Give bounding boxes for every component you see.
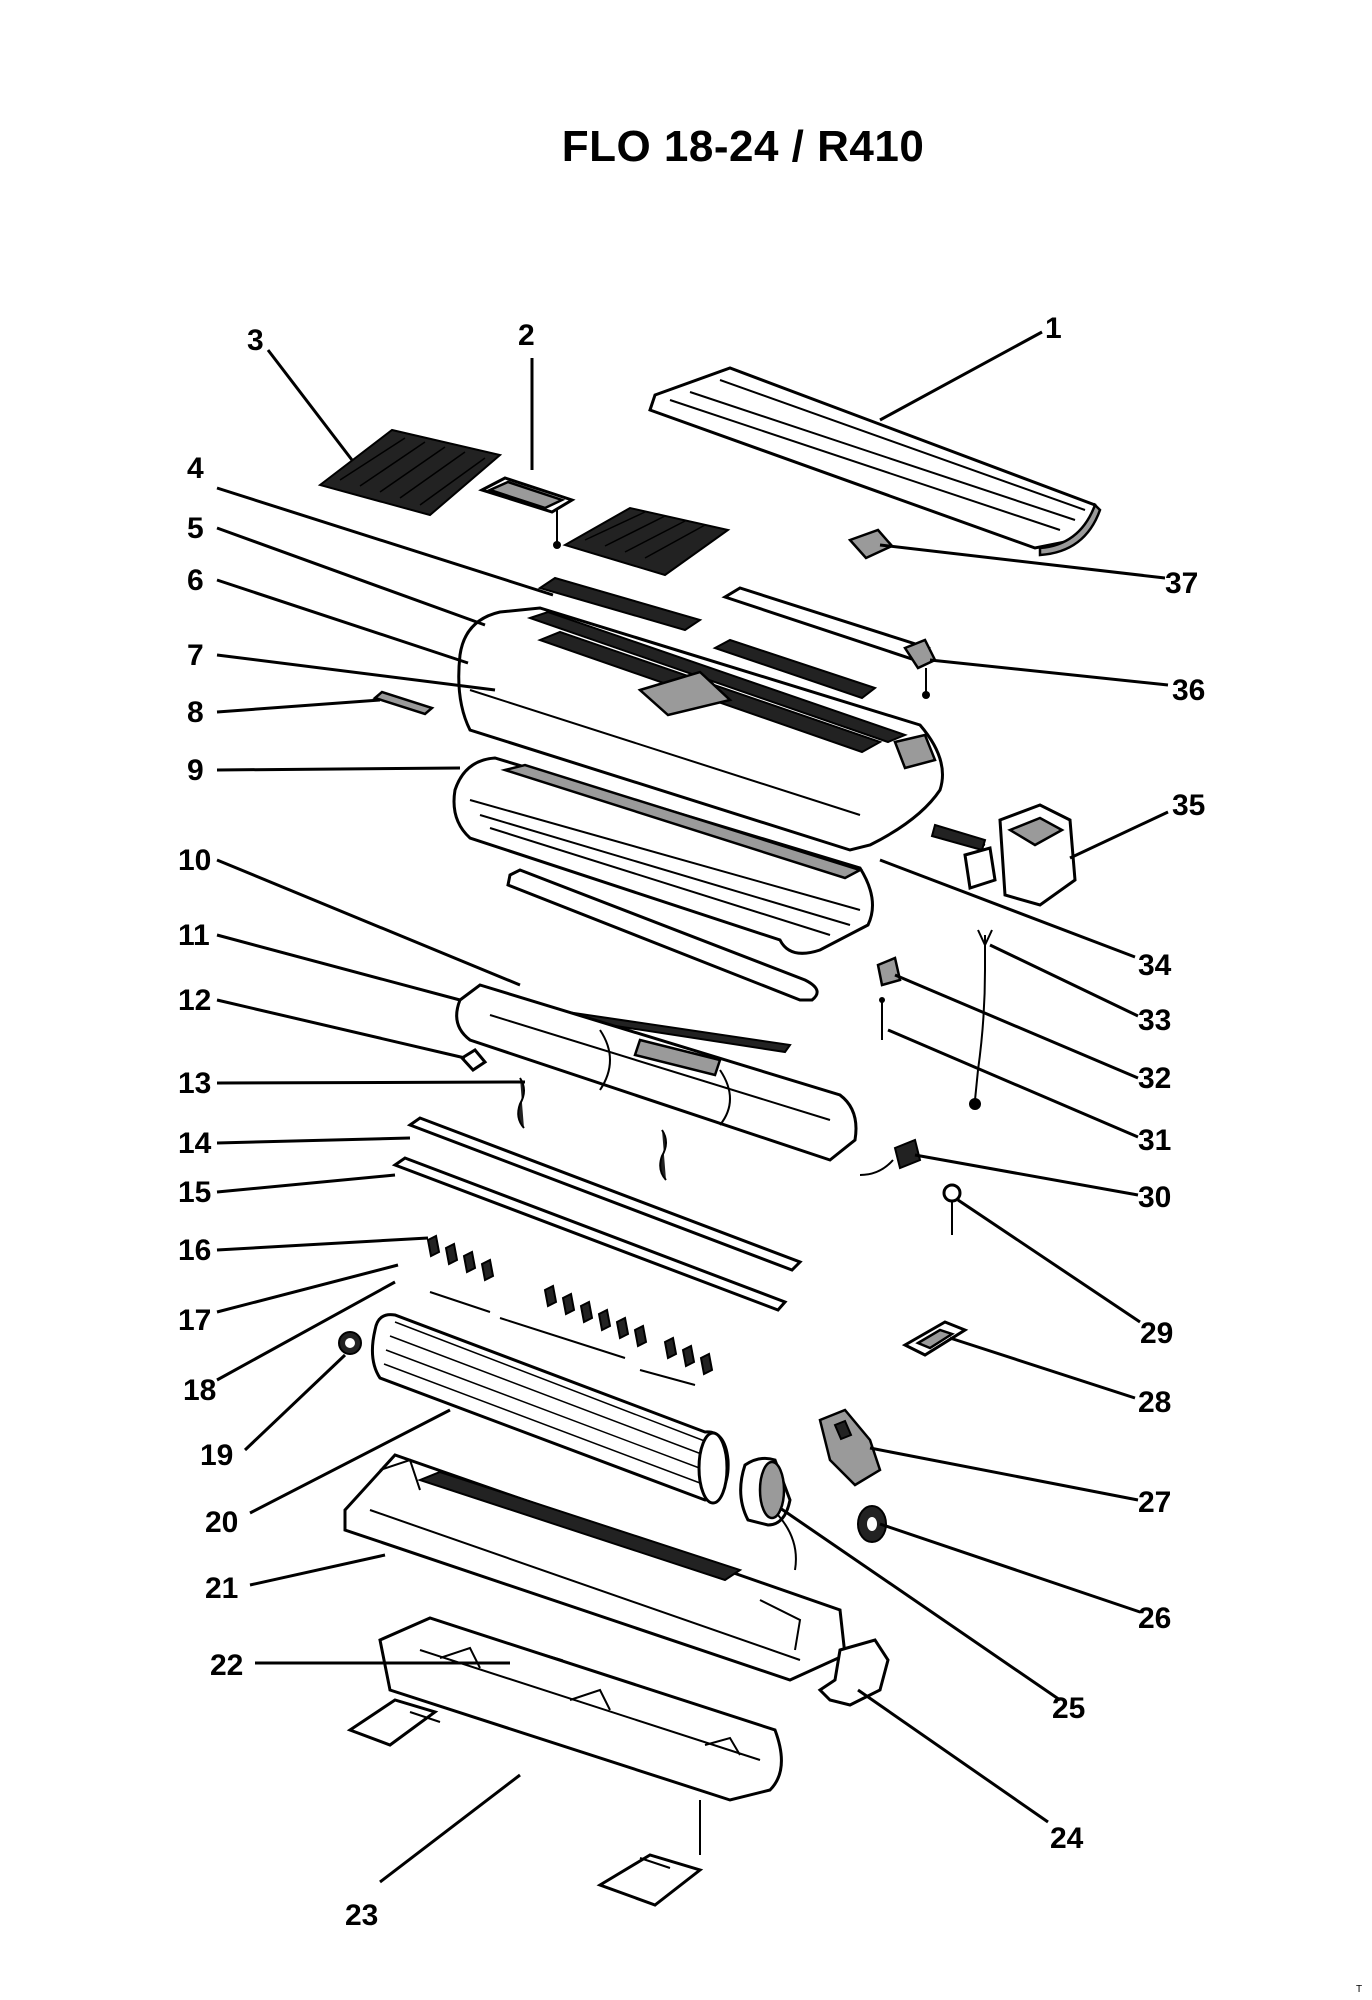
part-11-motor-frame [455,983,858,1162]
callout-25: 25 [1052,1692,1085,1725]
part-14-rail [406,1116,803,1272]
callout-4: 4 [187,452,204,485]
part-21-base-chassis [343,1453,847,1682]
callout-37: 37 [1165,567,1198,600]
part-3-filter-left [317,428,503,517]
callout-21: 21 [205,1572,238,1605]
callout-24: 24 [1050,1822,1084,1855]
part-37-clip [847,528,895,560]
part-23-mounting-plate [346,1616,783,1907]
callout-7: 7 [187,639,204,672]
part-16-blade-clips [426,1234,714,1386]
callout-34: 34 [1138,949,1172,982]
part-19-bearing [338,1331,362,1355]
callout-35: 35 [1172,789,1205,822]
callout-2: 2 [518,319,535,352]
part-33-wire [969,929,993,1110]
part-2-bracket [478,476,576,549]
callout-23: 23 [345,1899,378,1932]
part-28-remote [901,1320,969,1357]
callout-11: 11 [178,919,210,952]
callout-29: 29 [1140,1317,1173,1350]
callout-17: 17 [178,1304,211,1337]
callout-32: 32 [1138,1062,1171,1095]
callout-20: 20 [205,1506,238,1539]
callout-1: 1 [1045,312,1062,345]
callout-14: 14 [178,1127,212,1160]
callout-18: 18 [183,1374,216,1407]
part-36-right-strip [712,586,937,700]
callout-labels: 1 2 3 4 5 6 7 8 9 10 11 12 13 14 15 16 1… [178,312,1205,1932]
corner-mark: T [1356,1984,1363,1995]
part-27-motor-mount [818,1408,882,1487]
callout-9: 9 [187,754,204,787]
page-title: FLO 18-24 / R410 [561,122,925,171]
filter-center [562,506,731,577]
callout-22: 22 [210,1649,243,1682]
part-5-front-housing [457,606,944,852]
callout-19: 19 [200,1439,233,1472]
callout-5: 5 [187,512,204,545]
part-35-control-box [930,803,1077,907]
callout-13: 13 [178,1067,211,1100]
part-4-grille-strip [537,576,703,632]
callout-28: 28 [1138,1386,1171,1419]
callout-27: 27 [1138,1486,1171,1519]
callout-31: 31 [1138,1124,1171,1157]
callout-30: 30 [1138,1181,1171,1214]
callout-26: 26 [1138,1602,1171,1635]
callout-36: 36 [1172,674,1205,707]
leader-lines [216,330,1169,1884]
part-12-knob [459,1048,488,1072]
part-24-drain-cover [817,1638,890,1707]
part-13-swing-arm [517,1077,667,1181]
part-15-rail [391,1156,788,1312]
part-26-bearing-holder [857,1505,887,1543]
part-8-rod [372,690,435,716]
callout-12: 12 [178,984,211,1017]
callout-33: 33 [1138,1004,1171,1037]
part-25-fan-motor [739,1456,797,1571]
part-20-blower-wheel [370,1313,730,1505]
callout-3: 3 [247,324,264,357]
callout-10: 10 [178,844,211,877]
callout-6: 6 [187,564,204,597]
part-1-top-cover [648,366,1102,557]
part-29-cap [942,1183,962,1235]
callout-16: 16 [178,1234,211,1267]
callout-15: 15 [178,1176,211,1209]
callout-8: 8 [187,696,204,729]
part-32-sensor [876,956,902,1040]
part-9-louver-frame [452,756,874,955]
part-30-pipe [859,1138,922,1176]
